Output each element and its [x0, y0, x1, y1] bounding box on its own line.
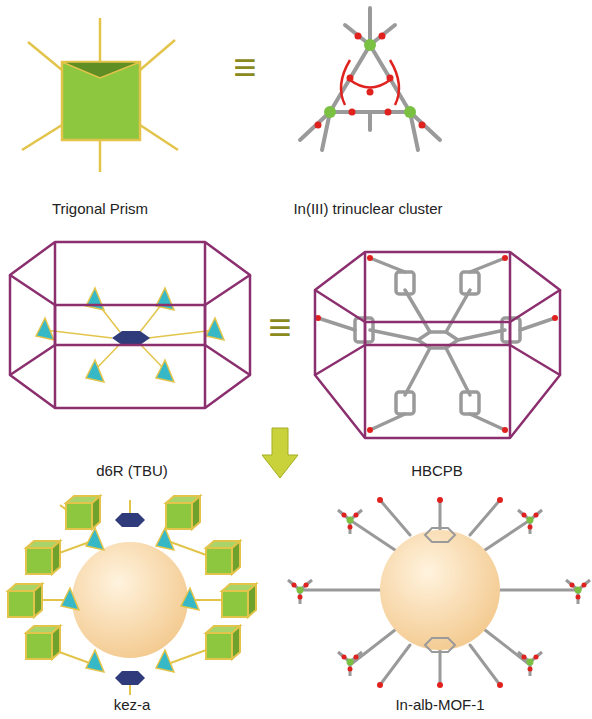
figure-caption: Trigonal Prism	[52, 200, 148, 218]
equivalence-sign: ≡	[268, 305, 291, 349]
figure-caption: d6R (TBU)	[96, 462, 168, 480]
trigonal-prism	[22, 18, 178, 172]
in-alb-mof	[288, 497, 590, 688]
hbcpb-ligand	[315, 252, 560, 438]
kez-a-net	[8, 496, 256, 695]
equivalence-sign: ≡	[233, 45, 256, 89]
d6r-tbu	[10, 242, 250, 408]
figure-caption: In(III) trinuclear cluster	[293, 200, 442, 218]
indium-cluster	[300, 8, 440, 150]
figure-caption: kez-a	[114, 696, 151, 714]
figure-caption: In-alb-MOF-1	[395, 696, 484, 714]
figure-caption: HBCPB	[411, 462, 463, 480]
down-arrow	[262, 428, 298, 478]
